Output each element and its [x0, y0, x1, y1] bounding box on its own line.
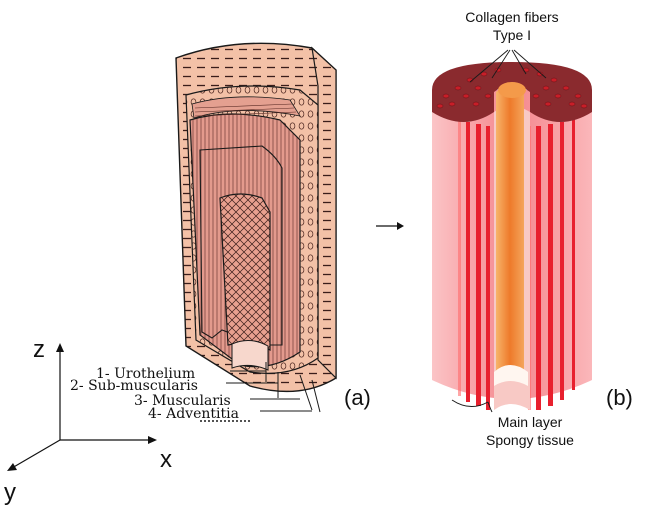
collagen-label-line2: Type I [493, 27, 531, 43]
axis-x-label: x [160, 446, 172, 473]
layer-label-4: 4- Adventitia [148, 406, 239, 422]
layer-label-3: 3- Muscularis [134, 393, 231, 409]
axis-y-label: y [4, 479, 16, 505]
muscle-rings [191, 96, 301, 119]
main-layer-label-line2: Spongy tissue [486, 432, 574, 448]
main-layer-label-line1: Main layer [498, 414, 563, 430]
fiber-stripes [466, 118, 575, 410]
ring-lines [194, 103, 297, 117]
lumen-bottom [494, 365, 528, 386]
core-top [498, 82, 526, 98]
layer-label-2: 2- Sub-muscularis [70, 378, 198, 394]
panel-b-label: (b) [606, 385, 633, 410]
pores [436, 67, 588, 109]
layered-tube-diagram [175, 42, 337, 422]
lumen-opening [231, 340, 269, 371]
main-layer-brace [451, 399, 493, 413]
collagen-label-line1: Collagen fibers [465, 9, 558, 25]
collagen-leaders [469, 49, 547, 83]
top-face [432, 62, 592, 122]
coordinate-axes [7, 343, 157, 471]
layer-leader-lines [226, 362, 321, 413]
scaffold-cylinder [432, 49, 592, 413]
right-arrow [376, 222, 404, 230]
panel-a-label: (a) [344, 385, 371, 410]
core-channel [496, 86, 524, 372]
layer-label-1: 1- Urothelium [96, 366, 195, 382]
axis-z-label: z [33, 336, 45, 363]
urothelium-layer [219, 193, 271, 351]
